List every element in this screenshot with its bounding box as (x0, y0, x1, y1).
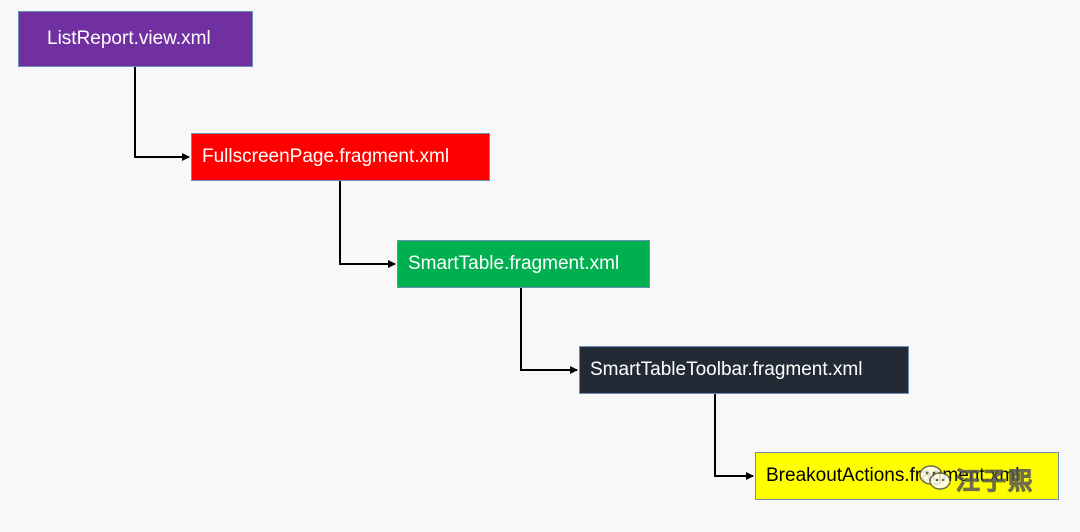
node-smarttabletoolbar-fragment: SmartTableToolbar.fragment.xml (579, 346, 909, 394)
node-label: BreakoutActions.fragment.xml (766, 465, 1020, 486)
connector-toolbar-breakout (714, 394, 754, 480)
node-label: SmartTable.fragment.xml (408, 253, 620, 274)
node-label: ListReport.view.xml (47, 28, 211, 49)
connector-smarttable-toolbar (520, 288, 578, 374)
node-label: FullscreenPage.fragment.xml (202, 146, 450, 167)
connector-fullscreen-smarttable (339, 181, 396, 268)
watermark-text: 汪子熙 (956, 467, 1034, 495)
node-breakoutactions-fragment: BreakoutActions.fragment.xml (755, 452, 1059, 500)
node-smarttable-fragment: SmartTable.fragment.xml (397, 240, 650, 288)
node-fullscreenpage-fragment: FullscreenPage.fragment.xml (191, 133, 490, 181)
wechat-icon (919, 465, 951, 490)
node-label: SmartTableToolbar.fragment.xml (590, 359, 863, 380)
connector-listreport-fullscreen (134, 67, 190, 161)
watermark: 汪子熙 (918, 460, 1034, 496)
node-listreport-view: ListReport.view.xml (18, 11, 253, 67)
